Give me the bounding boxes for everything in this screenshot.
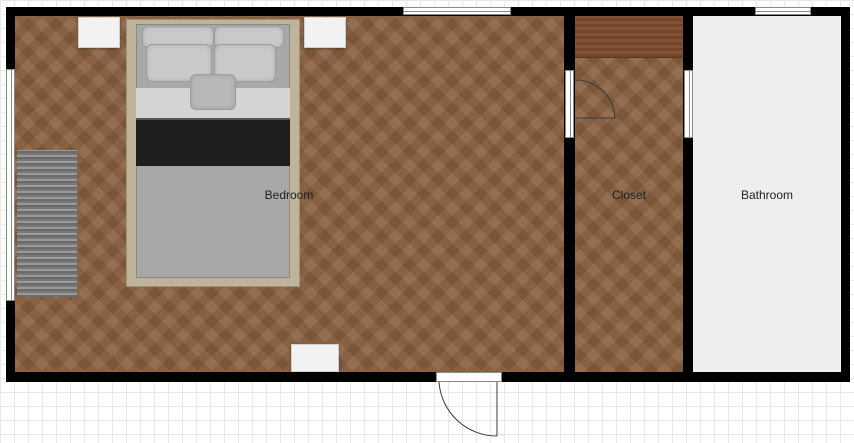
bathroom-floor[interactable] <box>693 16 841 372</box>
closet-door-arc <box>574 79 616 119</box>
window-closet-bathroom[interactable] <box>684 70 693 138</box>
pillow-accent[interactable] <box>190 74 236 110</box>
room-label-closet: Closet <box>611 188 647 202</box>
room-label-bathroom: Bathroom <box>740 188 794 202</box>
window-left-bedroom[interactable] <box>6 69 15 301</box>
window-bedroom-closet[interactable] <box>565 70 574 138</box>
window-top-bathroom[interactable] <box>755 7 811 15</box>
window-top-bedroom[interactable] <box>403 7 511 15</box>
closet-shelf[interactable] <box>575 16 683 58</box>
nightstand-left[interactable] <box>78 17 120 48</box>
entry-door-arc <box>438 381 498 437</box>
bed-blanket <box>136 118 290 166</box>
room-label-bedroom: Bedroom <box>264 188 314 202</box>
closet-floor[interactable] <box>575 16 683 372</box>
entry-door-opening[interactable] <box>436 372 502 382</box>
rug[interactable] <box>17 150 77 297</box>
nightstand-right[interactable] <box>304 17 346 48</box>
bench[interactable] <box>291 344 339 372</box>
